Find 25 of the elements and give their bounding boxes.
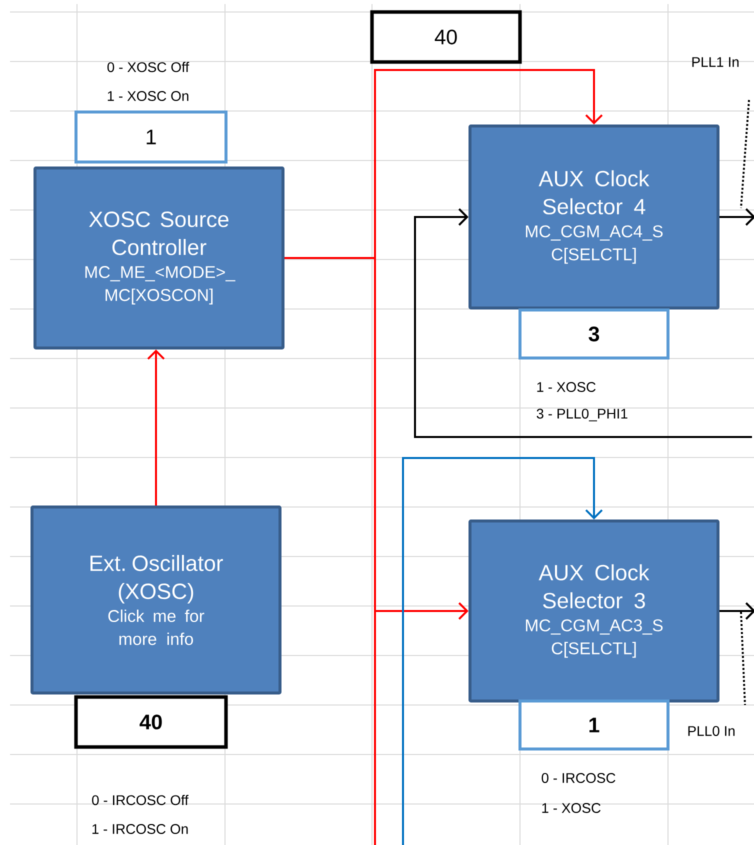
caption-text: 1 - XOSC On (108, 91, 188, 101)
caption-text: 3 - PLL0_PHI1 (536, 408, 628, 422)
caption-text: 0 - IRCOSC Off (92, 794, 189, 806)
caption-text: 0 - XOSC Off (107, 62, 190, 72)
process-box: AUX Clock Selector 3 MC_CGM_AC3_S C[SELCTL] (468, 520, 720, 702)
value-box: 1 (74, 110, 228, 164)
process-box: XOSC Source Controller MC_ME_<MODE>_ MC[XOSCON] (34, 166, 284, 350)
process-box: Ext. Oscillator (XOSC) Click me for more info (30, 506, 282, 694)
arrow (720, 208, 754, 226)
caption-text: 1 - IRCOSC On (92, 824, 188, 834)
value-box: 40 (74, 695, 228, 749)
note-text: PLL0 In (688, 726, 735, 736)
value-box: 40 (370, 10, 522, 64)
arrow (414, 208, 752, 438)
value-box: 3 (518, 308, 670, 360)
arrow (720, 602, 754, 620)
arrow (147, 350, 165, 506)
value-box: 1 (518, 700, 670, 750)
process-box: AUX Clock Selector 4 MC_CGM_AC4_S C[SELCTL] (468, 124, 720, 310)
note-text: PLL1 In (692, 57, 739, 67)
arrow (402, 457, 603, 845)
caption-text: 1 - XOSC (537, 382, 596, 392)
caption-text: 0 - IRCOSC (542, 773, 616, 783)
connector-line (284, 257, 376, 845)
caption-text: 1 - XOSC (542, 803, 601, 813)
